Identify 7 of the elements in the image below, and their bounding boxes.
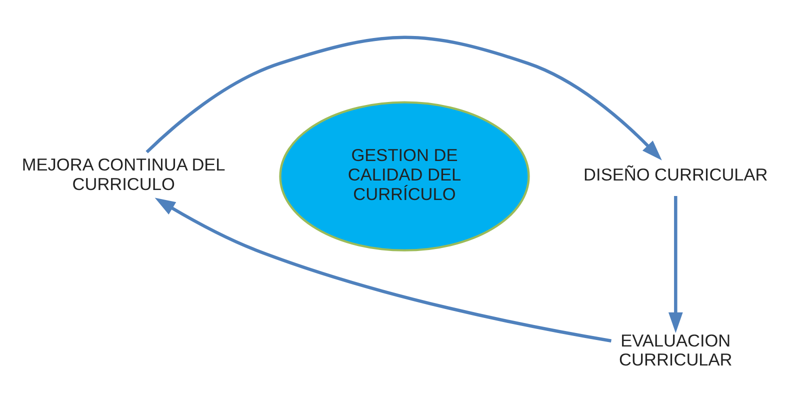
arrow [146, 35, 662, 160]
node-text: DISEÑO CURRICULAR [584, 164, 768, 184]
node-text: EVALUACION CURRICULAR [619, 330, 732, 370]
node-text: MEJORA CONTINUA DEL CURRICULO [22, 154, 226, 194]
node-ellipse: GESTION DE CALIDAD DEL CURRÍCULO [279, 100, 530, 251]
arrow [154, 197, 612, 342]
arrow [668, 196, 683, 332]
